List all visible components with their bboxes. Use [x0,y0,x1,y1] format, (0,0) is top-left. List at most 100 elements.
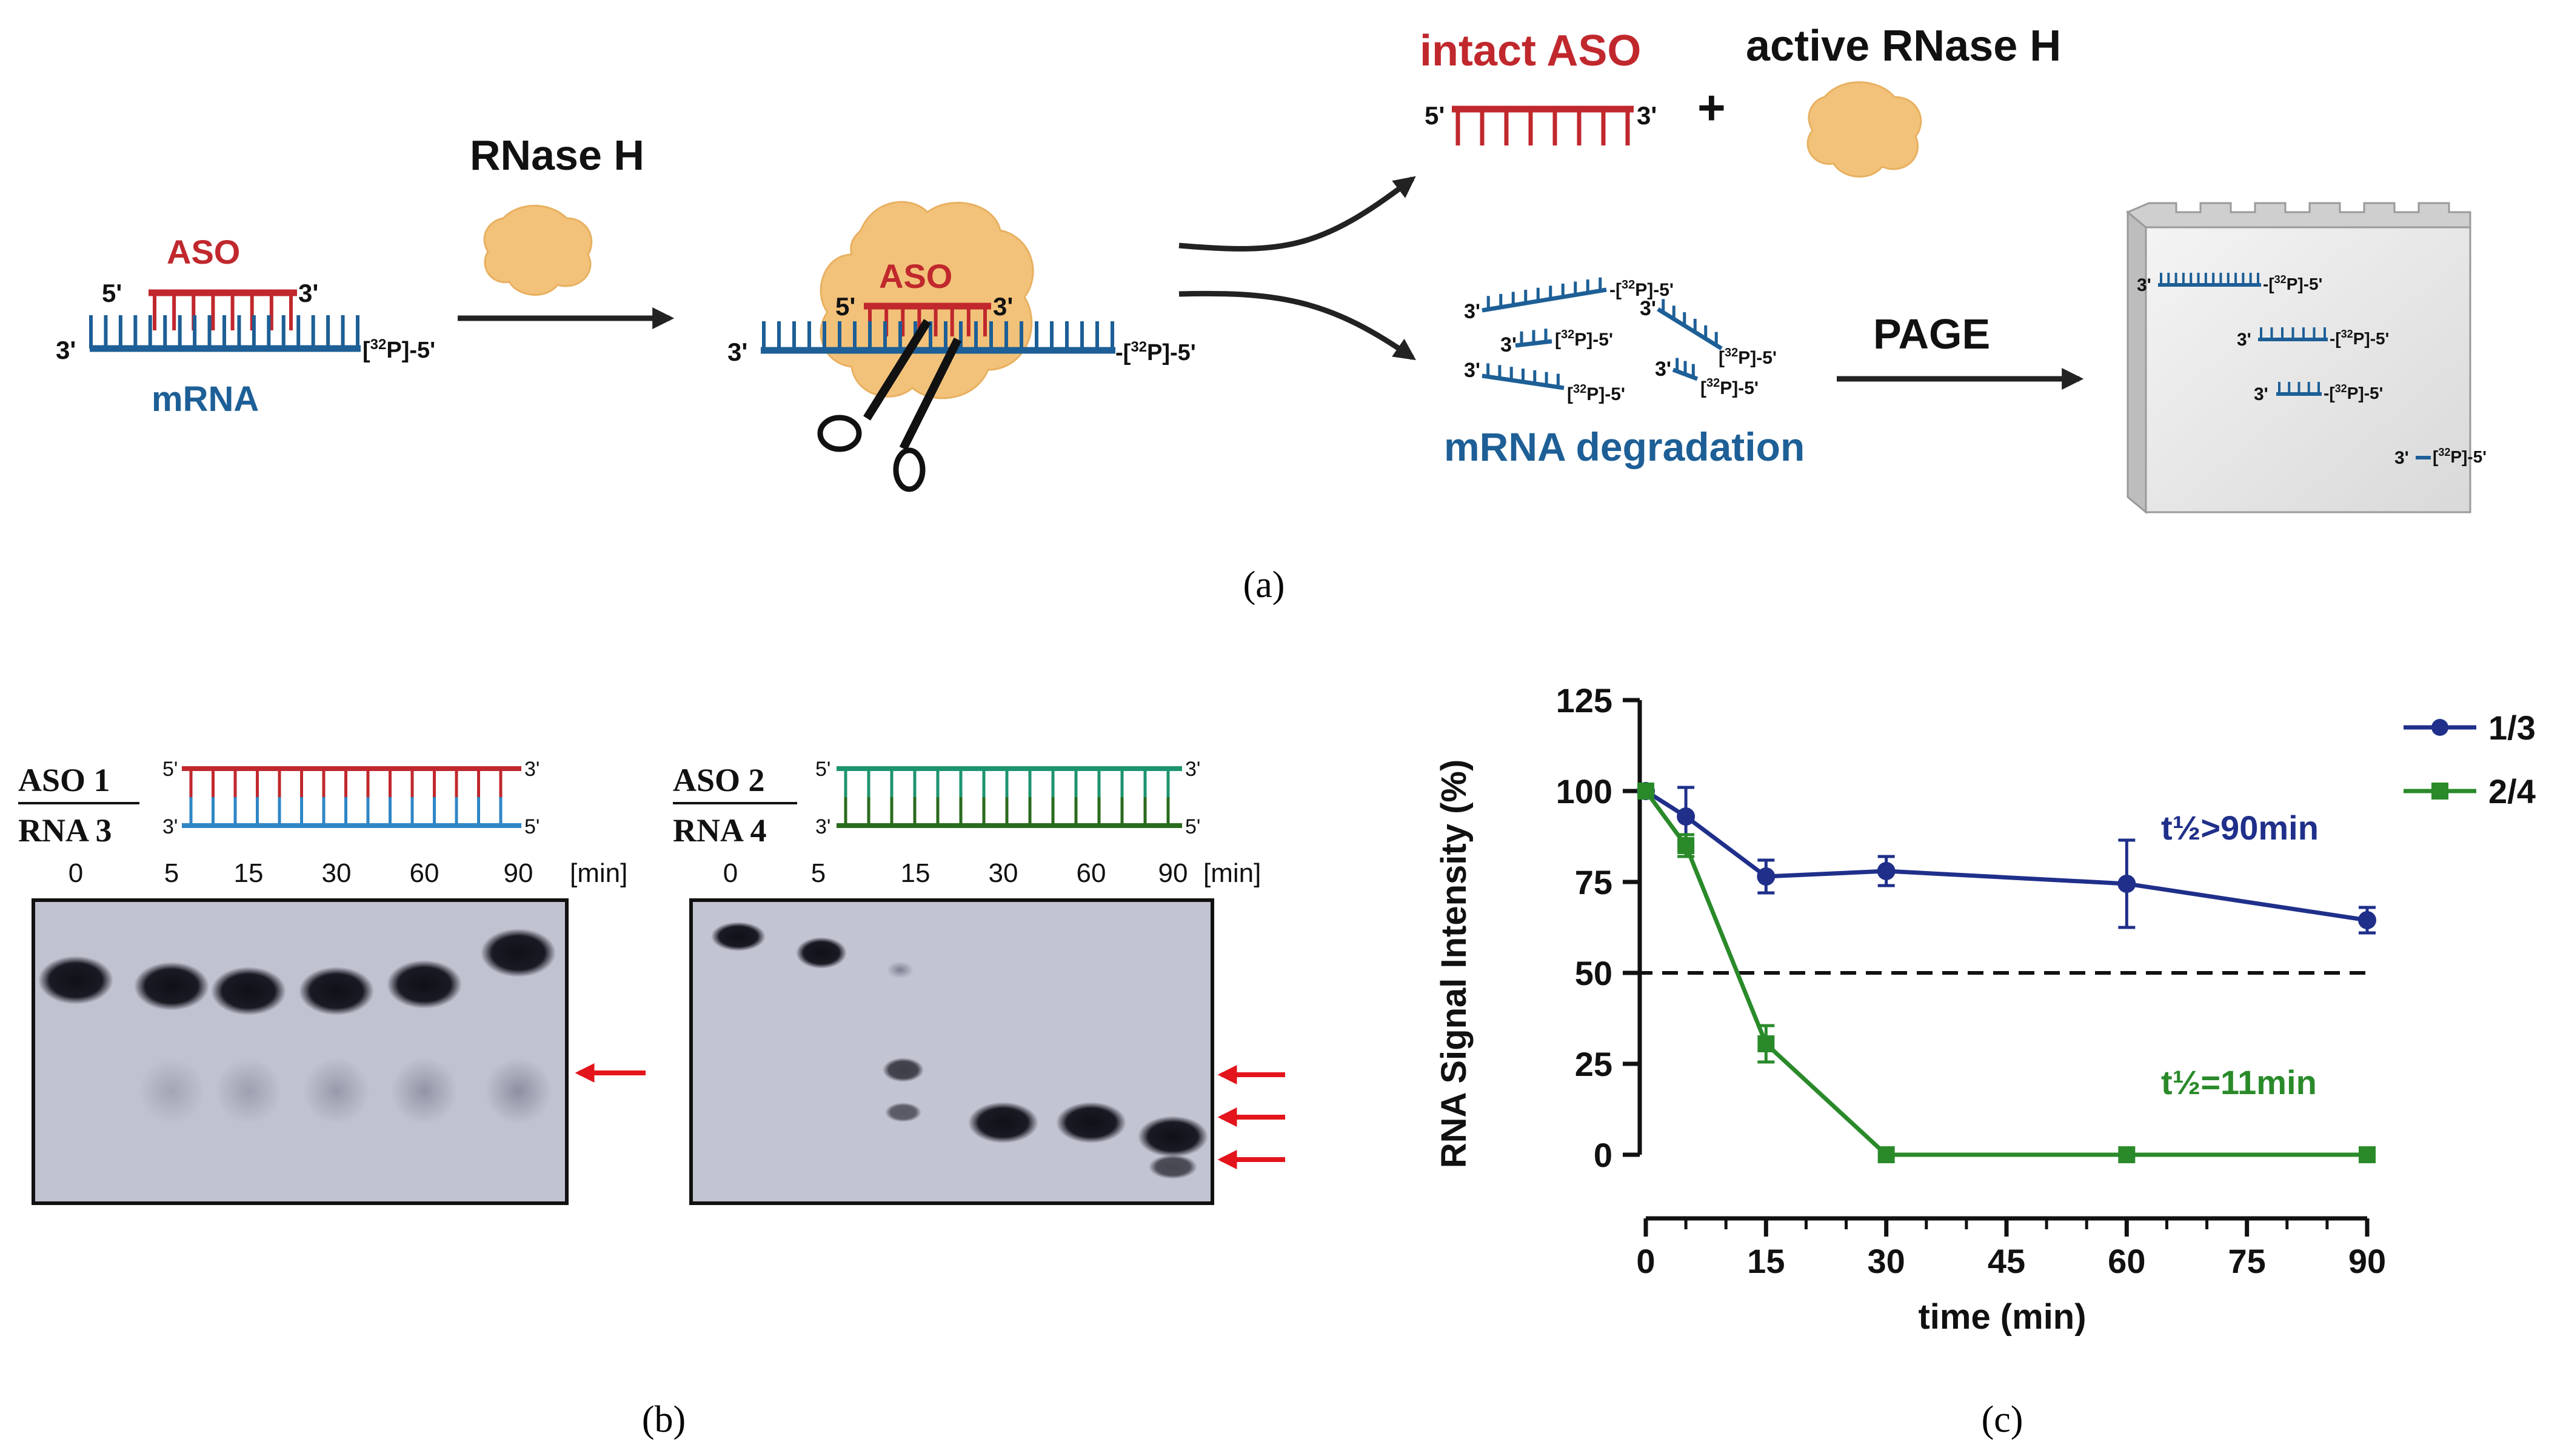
svg-text:[32P]-5': [32P]-5' [1555,328,1613,350]
svg-text:3': 3' [815,815,830,838]
bound-mrna-bases [762,321,1114,350]
cleavage-complex: ASO 5' 3' 3' -[32P]-5' [727,201,1196,492]
chart-legend: 1/3 2/4 [2404,709,2536,810]
bound-aso-five-prime: 5' [835,292,855,321]
gel-band [1149,1155,1197,1179]
svg-text:-[32P]-5': -[32P]-5' [1609,278,1674,300]
svg-text:[32P]-5': [32P]-5' [1719,346,1777,368]
aso-bases [153,293,293,330]
gel-faint-band [215,1058,282,1124]
intact-aso-three-prime: 3' [1637,101,1657,130]
x-tick-label: 15 [1747,1242,1785,1280]
panel-a: ASO 5' 3' 3' [32P]-5' mRNA RNase H ASO 5… [56,22,2487,606]
gel-band [211,967,286,1015]
gel-band [796,937,847,969]
svg-text:3': 3' [2254,384,2268,404]
lane-label: 5 [811,858,826,888]
gel-2-header: ASO 2 RNA 4 5' 3' 3' 5' [673,758,1200,849]
svg-text:3': 3' [1640,297,1656,320]
gel-band [1056,1102,1126,1143]
svg-text:3': 3' [1655,358,1671,381]
data-point-0 [2358,911,2376,929]
data-point-0 [1677,807,1696,826]
svg-text:-[32P]-5': -[32P]-5' [2324,382,2383,402]
svg-text:-[32P]-5': -[32P]-5' [2263,273,2322,293]
svg-text:5': 5' [524,815,540,838]
gel-band [481,929,556,977]
lane-label: 30 [989,858,1018,888]
page-label: PAGE [1873,310,1990,358]
annotation-half-life-1-3: t½>90min [2161,809,2319,847]
bound-aso-three-prime: 3' [993,292,1013,321]
bound-aso-bases [868,306,987,336]
gel-2-image [689,898,1214,1205]
lane-unit-label: [min] [570,858,627,888]
legend-marker-1 [2431,783,2448,800]
gel-band [968,1102,1038,1143]
gel-band [711,922,766,951]
gel-band [299,967,374,1015]
gel-1-bottom-label: RNA 3 [18,812,112,849]
gel-1-header: ASO 1 RNA 3 5' 3' 3' 5' [18,758,540,849]
scissors-icon [817,319,962,492]
lane-label: 0 [723,858,738,888]
gel-1-image [32,898,569,1205]
bound-mrna-three-prime: 3' [727,338,747,366]
mrna-label: mRNA [152,379,259,419]
gel-1-top-label: ASO 1 [18,762,110,798]
data-point-1 [2359,1146,2376,1163]
lane-label: 5 [164,858,179,888]
data-point-1 [1677,837,1695,854]
legend-label-0: 1/3 [2488,709,2536,747]
legend-marker-0 [2431,719,2448,736]
panel-a-label: (a) [1243,564,1285,606]
y-tick-label: 50 [1575,954,1612,992]
bound-mrna-label-32p: -[32P]-5' [1115,339,1196,366]
svg-text:[32P]-5': [32P]-5' [1567,382,1625,404]
aso-label: ASO [167,233,240,271]
gel-band [1138,1116,1208,1157]
annotation-half-life-2-4: t½=11min [2161,1063,2317,1101]
data-point-1 [1877,1146,1895,1163]
svg-text:-[32P]-5': -[32P]-5' [2330,328,2389,348]
intact-aso-label: intact ASO [1420,27,1641,75]
x-tick-label: 0 [1636,1242,1655,1280]
svg-text:3': 3' [1185,758,1200,781]
x-tick-label: 75 [2228,1242,2266,1280]
fragment-labels: 3' -[32P]-5' 3' [32P]-5' 3' [32P]-5' 3' … [1464,278,1777,404]
active-rnase-h-label: active RNase H [1746,22,2061,70]
data-point-1 [1757,1035,1775,1052]
y-tick-label: 25 [1575,1045,1612,1083]
lane-label: 90 [504,858,533,888]
mrna-bases [89,315,359,349]
svg-text:3': 3' [1464,300,1480,323]
rnase-h-label: RNase H [470,132,644,179]
lane-label: 90 [1158,858,1188,888]
intact-aso-bases [1455,109,1630,145]
aso-three-prime: 3' [298,279,318,307]
x-tick-label: 90 [2348,1242,2386,1280]
svg-text:3': 3' [2394,448,2409,468]
aso-mrna-duplex: ASO 5' 3' 3' [32P]-5' mRNA [56,233,435,419]
mrna-fragments [1482,277,1723,390]
gel-band [885,1103,921,1122]
chart-marks [1637,782,2376,1163]
y-tick-label: 100 [1556,772,1612,810]
data-point-0 [1877,862,1896,880]
mrna-three-prime: 3' [56,336,76,364]
lane-label: 60 [1077,858,1106,888]
gel-band [387,960,462,1009]
intact-aso-five-prime: 5' [1425,101,1445,130]
data-point-1 [1637,783,1654,800]
gel-faint-band [391,1058,458,1124]
gel-band [38,956,113,1004]
lane-label: 60 [410,858,439,888]
arrow-to-products-top [1178,176,1416,252]
legend-label-1: 2/4 [2488,772,2536,810]
lane-label: 0 [68,858,83,888]
plus-sign: + [1697,81,1726,135]
